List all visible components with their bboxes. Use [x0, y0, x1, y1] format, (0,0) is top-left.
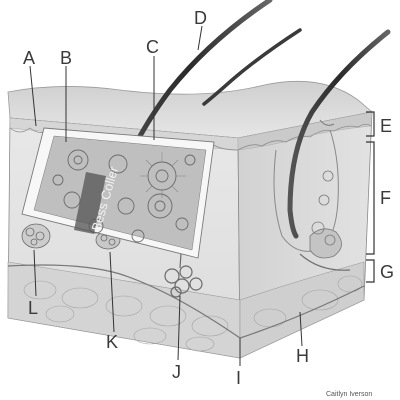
hypodermis-side	[239, 261, 365, 359]
fat-lobules	[23, 275, 363, 352]
label-c: C	[146, 37, 159, 57]
label-j: J	[172, 362, 181, 382]
bracket-e	[366, 111, 375, 137]
label-e: E	[380, 116, 392, 136]
label-g: G	[380, 262, 394, 282]
label-d: D	[194, 8, 207, 28]
leader-a	[29, 65, 37, 127]
label-k: K	[106, 332, 118, 352]
label-i: I	[236, 368, 241, 388]
follicle-top-right	[319, 119, 335, 126]
sticker-band	[74, 172, 106, 234]
leader-lines	[29, 25, 303, 366]
leader-j	[177, 295, 181, 361]
photo-sticker: Bess Coller	[21, 127, 215, 259]
hair-shaft-middle	[202, 28, 302, 106]
leader-l	[33, 249, 37, 297]
label-h: H	[296, 346, 309, 366]
hair-shaft-right	[287, 29, 391, 239]
layer-brackets	[366, 111, 375, 283]
sticker-image	[33, 135, 207, 251]
label-b: B	[60, 48, 72, 68]
leader-h	[299, 311, 303, 347]
sweat-gland-l	[21, 223, 51, 249]
leader-d	[197, 25, 203, 51]
bracket-g	[366, 259, 375, 283]
vessel-line-2	[239, 285, 365, 339]
vessel-line	[7, 264, 241, 339]
leader-k	[109, 251, 115, 333]
hypodermis-front	[7, 261, 241, 359]
label-a: A	[23, 48, 35, 68]
label-f: F	[380, 188, 391, 208]
gland-coils-right	[311, 170, 336, 246]
sticker-cell-rays	[140, 152, 186, 198]
bracket-f	[366, 141, 375, 255]
papillae-line-side	[237, 123, 372, 151]
label-l: L	[28, 298, 38, 318]
image-credit: Caitlyn Iverson	[326, 391, 372, 398]
arrector-line	[299, 253, 351, 271]
